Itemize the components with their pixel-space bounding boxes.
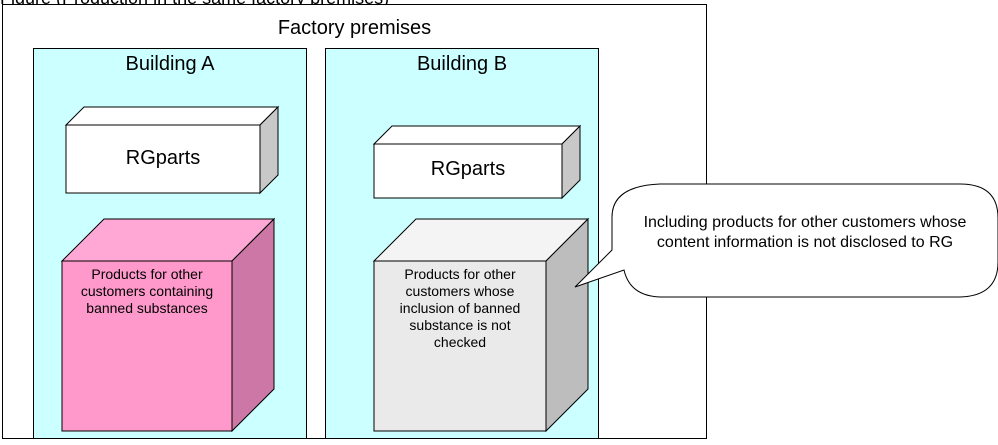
callout-text: Including products for other customers w… [643, 214, 967, 251]
building-a-rgparts-label: RGparts [125, 147, 201, 169]
building-a-title: Building A [125, 53, 215, 75]
building-b-rgparts-label: RGparts [430, 158, 506, 180]
building-a-product-label: Products for other customers containing … [80, 266, 214, 317]
building-b: Building B RGparts Products for other cu… [325, 48, 599, 439]
building-b-product-label: Products for other customers whose inclu… [399, 266, 521, 351]
building-a-rgparts-box [60, 105, 280, 433]
building-b-title: Building B [416, 53, 508, 75]
premises-title: Factory premises [277, 17, 432, 39]
building-a: Building A RGparts Products for other cu… [33, 48, 307, 439]
factory-premises: Factory premises Building A RGparts Prod… [2, 4, 707, 439]
building-b-rgparts-box [372, 124, 590, 433]
